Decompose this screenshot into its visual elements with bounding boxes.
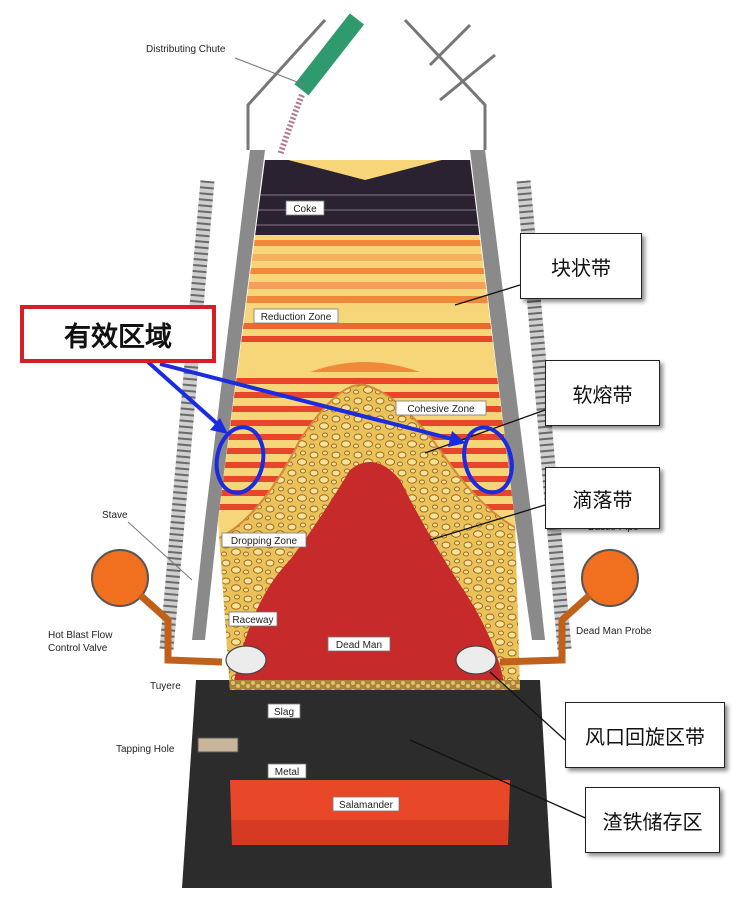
- tapping-hole-label: Tapping Hole: [116, 744, 175, 755]
- tapping-hole: [197, 737, 239, 753]
- reduction-zone-label: Reduction Zone: [261, 312, 332, 323]
- furnace-top-left: [246, 18, 327, 150]
- dead-man-probe-label: Dead Man Probe: [576, 626, 652, 637]
- callout-dripping-zone-text: 滴落带: [572, 487, 633, 512]
- tuyere-label: Tuyere: [150, 681, 181, 692]
- callout-dripping-zone: 滴落带: [545, 467, 660, 529]
- stack-lining-left: [192, 150, 265, 640]
- hot-blast-bulb-left: [91, 549, 149, 607]
- burden-stream: [277, 93, 305, 156]
- hot-blast-pipe-left: [137, 592, 223, 666]
- effective-area-ellipse-right: [462, 425, 514, 495]
- coke-label: Coke: [293, 204, 317, 215]
- stave-label: Stave: [102, 510, 128, 521]
- salamander-dark: [232, 820, 508, 845]
- raceway-label: Raceway: [232, 615, 273, 626]
- stave-left: [159, 180, 215, 650]
- raceway-left: [225, 645, 267, 675]
- callout-tuyere-raceway-zone-text: 风口回旋区带: [585, 724, 705, 749]
- hot-blast-pipe-right: [499, 592, 593, 666]
- reduction-zone-bands: [218, 240, 520, 342]
- uptake-pipes: [428, 23, 496, 102]
- metal-label: Metal: [275, 767, 299, 778]
- callout-soft-melting-zone: 软熔带: [545, 360, 660, 426]
- stave-leader: [127, 521, 193, 581]
- hot-blast-bulb-right: [581, 549, 639, 607]
- hot-blast-label-2: Control Valve: [48, 643, 108, 654]
- callout-soft-melting-zone-text: 软熔带: [572, 382, 633, 407]
- callout-lumpy-zone: 块状带: [520, 233, 642, 299]
- effective-area-text: 有效区域: [64, 321, 172, 353]
- distributing-chute-label: Distributing Chute: [146, 44, 226, 55]
- dropping-zone-label: Dropping Zone: [231, 536, 298, 547]
- effective-area-ellipse-left: [214, 425, 266, 495]
- cohesive-zone-label: Cohesive Zone: [407, 404, 475, 415]
- callout-leaders: [409, 284, 591, 821]
- distributing-chute-shape: [294, 13, 365, 96]
- callout-slag-iron-storage: 渣铁储存区: [585, 787, 720, 853]
- stack-lining-right: [470, 150, 545, 640]
- effective-area-arrows: [146, 360, 466, 447]
- salamander-label: Salamander: [339, 800, 394, 811]
- slag-label: Slag: [274, 707, 294, 718]
- callout-slag-iron-storage-text: 渣铁储存区: [602, 809, 703, 834]
- effective-area-box: 有效区域: [20, 305, 216, 363]
- zone-labels: Coke Reduction Zone Cohesive Zone Droppi…: [221, 200, 487, 812]
- hot-blast-label-1: Hot Blast Flow: [48, 630, 113, 641]
- dead-man-shape: [232, 462, 505, 690]
- callout-tuyere-raceway-zone: 风口回旋区带: [565, 702, 725, 768]
- chute-leader: [234, 57, 306, 86]
- raceway-right: [455, 645, 497, 675]
- dead-man-label: Dead Man: [336, 640, 382, 651]
- callout-lumpy-zone-text: 块状带: [551, 255, 611, 280]
- furnace-top-right: [403, 18, 487, 150]
